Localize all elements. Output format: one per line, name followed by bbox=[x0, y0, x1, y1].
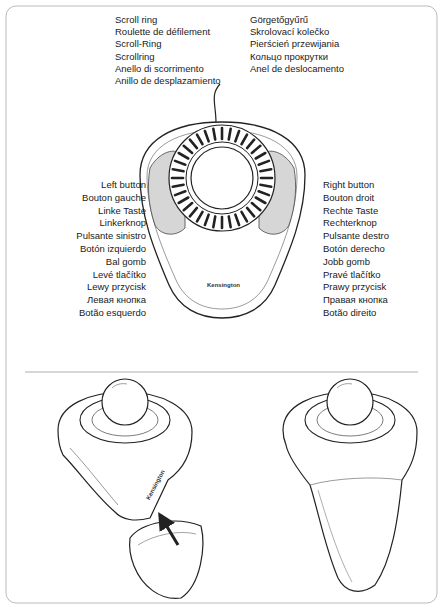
scroll-ring-label: Scroll ring bbox=[115, 14, 157, 26]
body-edge bbox=[70, 448, 118, 505]
left-button-label: Lewy przycisk bbox=[87, 281, 146, 293]
right-button-label: Prawy przycisk bbox=[323, 281, 386, 293]
right-button-label: Правая кнопка bbox=[323, 294, 388, 306]
grip-notch bbox=[221, 217, 224, 228]
grip-notch bbox=[259, 161, 269, 165]
scroll-ring-label: Skrolovací kolečko bbox=[250, 26, 329, 38]
grip-notch bbox=[173, 169, 184, 171]
palm-rest-edge bbox=[318, 490, 352, 582]
right-button-label: Jobb gomb bbox=[323, 256, 370, 268]
right-button-label: Right button bbox=[323, 179, 374, 191]
brand-logo: Kensington bbox=[207, 282, 240, 289]
grip-notch bbox=[260, 185, 271, 187]
body-edge bbox=[147, 130, 297, 309]
left-button bbox=[148, 151, 185, 234]
palm-rest-edge bbox=[138, 532, 196, 545]
right-button-label: Pulsante destro bbox=[323, 230, 389, 242]
left-button-label: Levé tlačítko bbox=[93, 269, 146, 281]
right-button-label: Pravé tlačítko bbox=[323, 269, 381, 281]
grip-notch bbox=[184, 203, 192, 210]
scroll-ring-label: Anillo de desplazamiento bbox=[115, 75, 221, 87]
cable bbox=[214, 84, 220, 123]
grip-notch bbox=[179, 153, 189, 159]
grip-notch bbox=[175, 161, 185, 165]
scroll-ring-label: Anel de deslocamento bbox=[250, 63, 344, 75]
right-button-label: Botão direito bbox=[323, 307, 376, 319]
right-button-label: Rechte Taste bbox=[323, 205, 378, 217]
scroll-ring-label: Görgetőgyűrű bbox=[250, 14, 308, 26]
left-button-label: Bal gomb bbox=[106, 256, 146, 268]
left-button-label: Левая кнопка bbox=[87, 294, 146, 306]
grip-notch bbox=[242, 212, 248, 222]
grip-notch bbox=[184, 146, 192, 153]
left-button-label: Bouton gauche bbox=[82, 192, 146, 204]
rest-seam bbox=[310, 478, 402, 485]
right-button bbox=[259, 151, 296, 234]
scroll-ring-inner bbox=[186, 142, 258, 214]
scroll-ring-label: Scrollring bbox=[115, 51, 155, 63]
ring-grip bbox=[172, 128, 272, 228]
grip-notch bbox=[172, 177, 183, 180]
scroll-ring-label: Anello di scorrimento bbox=[115, 63, 204, 75]
ball bbox=[102, 379, 148, 425]
grip-notch bbox=[259, 191, 269, 195]
scroll-ring bbox=[169, 125, 275, 231]
ball-highlight bbox=[337, 384, 352, 388]
grip-notch bbox=[229, 216, 231, 227]
brand-logo: Kensington bbox=[145, 469, 167, 501]
left-button-label: Botão esquerdo bbox=[79, 307, 146, 319]
grip-notch bbox=[221, 128, 224, 139]
separator bbox=[25, 372, 418, 373]
left-button-label: Botón izquierdo bbox=[80, 243, 146, 255]
ball bbox=[191, 147, 253, 209]
left-button-label: Left button bbox=[101, 179, 146, 191]
grip-notch bbox=[261, 177, 272, 180]
attach-arrow bbox=[160, 515, 178, 545]
grip-notch bbox=[179, 198, 189, 204]
scroll-ring-label: Roulette de défilement bbox=[115, 26, 210, 38]
grip-notch bbox=[173, 185, 184, 187]
grip-notch bbox=[247, 208, 254, 216]
grip-notch bbox=[256, 198, 266, 204]
grip-notch bbox=[205, 215, 209, 225]
right-button-label: Bouton droit bbox=[323, 192, 374, 204]
scroll-ring-label: Кольцо прокрутки bbox=[250, 51, 328, 63]
scroll-ring-label: Pierścień przewijania bbox=[250, 38, 339, 50]
grip-notch bbox=[252, 146, 260, 153]
grip-notch bbox=[175, 191, 185, 195]
grip-notch bbox=[213, 216, 215, 227]
scroll-ring-label: Scroll-Ring bbox=[115, 38, 161, 50]
grip-notch bbox=[213, 129, 215, 140]
palm-rest bbox=[130, 521, 203, 598]
trackball-body bbox=[140, 122, 305, 318]
grip-notch bbox=[235, 131, 239, 141]
left-button-label: Linkerknop bbox=[100, 217, 146, 229]
page-border bbox=[6, 6, 437, 603]
ball bbox=[327, 379, 373, 425]
grip-notch bbox=[229, 129, 231, 140]
grip-notch bbox=[256, 153, 266, 159]
grip-notch bbox=[247, 140, 254, 148]
grip-notch bbox=[190, 208, 197, 216]
grip-notch bbox=[190, 140, 197, 148]
grip-notch bbox=[235, 215, 239, 225]
grip-notch bbox=[205, 131, 209, 141]
ball-highlight bbox=[112, 384, 127, 388]
grip-notch bbox=[260, 169, 271, 171]
grip-notch bbox=[252, 203, 260, 210]
right-button-label: Botón derecho bbox=[323, 243, 385, 255]
grip-notch bbox=[197, 135, 203, 145]
right-button-label: Rechterknop bbox=[323, 217, 377, 229]
left-button-label: Linke Taste bbox=[98, 205, 146, 217]
grip-notch bbox=[197, 212, 203, 222]
grip-notch bbox=[242, 135, 248, 145]
left-button-label: Pulsante sinistro bbox=[76, 230, 146, 242]
